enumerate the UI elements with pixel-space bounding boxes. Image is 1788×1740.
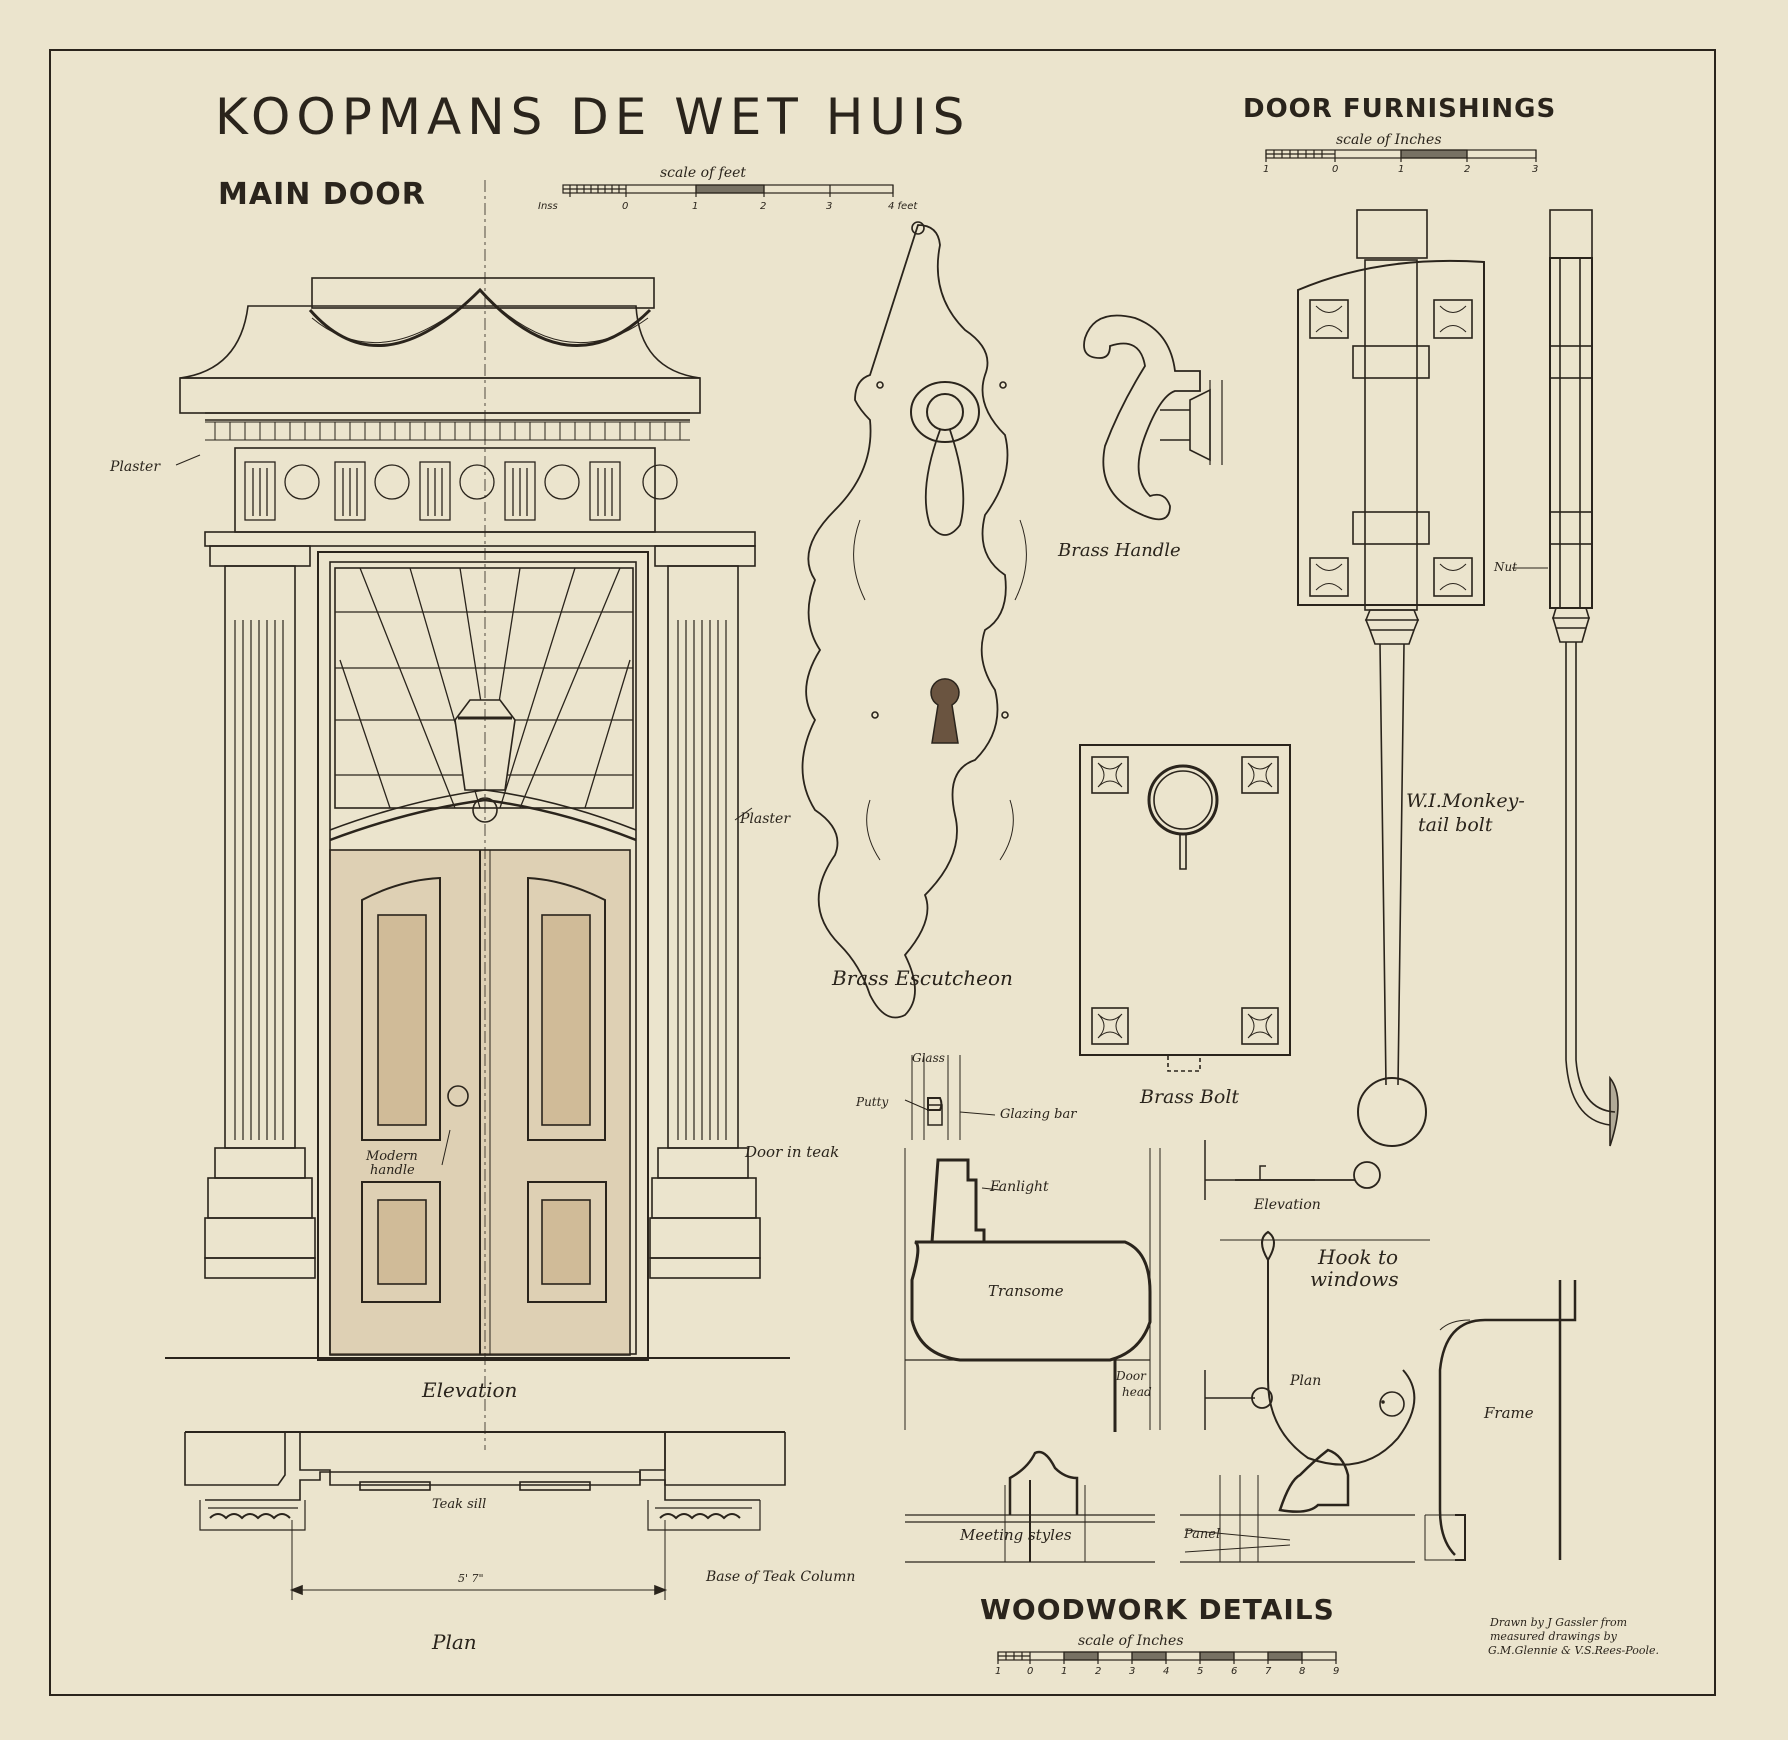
feet-tick: 4 feet: [888, 201, 918, 212]
woodwork-tick: 4: [1163, 1666, 1170, 1677]
main-door-plan: [184, 1431, 786, 1600]
brass-handle: [1083, 314, 1223, 521]
label-plan-hook: Plan: [1290, 1373, 1322, 1389]
label-elevation-hook: Elevation: [1254, 1197, 1321, 1213]
label-glass: Glass: [912, 1051, 945, 1065]
label-meeting-styles: Meeting styles: [960, 1526, 1072, 1544]
panel-section: [1180, 1448, 1415, 1563]
scale-bar-inches-furnishings: [1265, 149, 1537, 162]
label-windows: windows: [1310, 1267, 1399, 1291]
feet-tick: 0: [622, 201, 629, 212]
label-handle: handle: [370, 1163, 415, 1178]
sheet-border: [49, 49, 1716, 1696]
label-glazing-bar: Glazing bar: [1000, 1107, 1077, 1122]
feet-tick: 2: [760, 201, 767, 212]
furnishings-tick: 3: [1532, 164, 1539, 175]
woodwork-tick: 1: [1061, 1666, 1068, 1677]
furnishings-scale-label: scale of Inches: [1336, 132, 1442, 148]
furnishings-tick: 1: [1398, 164, 1405, 175]
main-door-heading: MAIN DOOR: [218, 177, 426, 212]
feet-scale-label: scale of feet: [660, 165, 747, 181]
label-brass-bolt: Brass Bolt: [1140, 1086, 1240, 1108]
woodwork-details-heading: WOODWORK DETAILS: [980, 1593, 1335, 1626]
credit-line-2: measured drawings by: [1490, 1630, 1617, 1643]
woodwork-tick: 5: [1197, 1666, 1204, 1677]
label-nut: Nut: [1494, 560, 1518, 574]
woodwork-tick: 6: [1231, 1666, 1238, 1677]
label-transome: Transome: [988, 1282, 1064, 1300]
scale-bar-inches-woodwork: [997, 1651, 1337, 1664]
label-head: head: [1122, 1385, 1152, 1399]
woodwork-scale-label: scale of Inches: [1078, 1633, 1184, 1649]
label-elevation-main: Elevation: [422, 1378, 518, 1402]
label-plan-width: 5' 7": [458, 1572, 484, 1585]
label-fanlight: Fanlight: [990, 1179, 1049, 1195]
woodwork-tick: 7: [1265, 1666, 1272, 1677]
label-brass-handle: Brass Handle: [1058, 540, 1181, 561]
label-modern: Modern: [366, 1149, 418, 1164]
furnishings-tick: 2: [1464, 164, 1471, 175]
label-brass-escutcheon: Brass Escutcheon: [832, 966, 1013, 990]
label-putty: Putty: [856, 1095, 889, 1109]
label-monkey-tail-2: tail bolt: [1418, 814, 1493, 836]
frame-section: [1424, 1280, 1577, 1561]
main-title: KOOPMANS DE WET HUIS: [215, 88, 971, 146]
woodwork-tick: 3: [1129, 1666, 1136, 1677]
scale-bar-feet: [562, 184, 894, 197]
brass-bolt: [1079, 744, 1291, 1072]
feet-tick: Inss: [538, 201, 558, 212]
label-plaster-right: Plaster: [740, 811, 791, 827]
door-furnishings-heading: DOOR FURNISHINGS: [1243, 94, 1557, 124]
label-monkey-tail-1: W.I.Monkey-: [1406, 790, 1525, 812]
label-base-teak-column: Base of Teak Column: [706, 1569, 856, 1585]
glazing-bar-section: [904, 1055, 996, 1140]
label-teak-sill: Teak sill: [432, 1497, 487, 1512]
label-plaster-top: Plaster: [110, 459, 161, 475]
brass-escutcheon: [801, 221, 1027, 1019]
woodwork-tick: 0: [1027, 1666, 1034, 1677]
main-door-elevation: [165, 180, 790, 1450]
monkey-tail-bolt-side: [1512, 209, 1619, 1147]
woodwork-tick: 2: [1095, 1666, 1102, 1677]
credit-line-3: G.M.Glennie & V.S.Rees-Poole.: [1488, 1644, 1659, 1657]
woodwork-tick: 1: [995, 1666, 1002, 1677]
transome-section: [904, 1148, 1161, 1432]
hook-plan: [1204, 1230, 1430, 1466]
woodwork-tick: 8: [1299, 1666, 1306, 1677]
label-door-in-teak: Door in teak: [745, 1143, 840, 1161]
monkey-tail-bolt-front: [1297, 209, 1485, 1147]
meeting-styles-section: [905, 1450, 1155, 1563]
feet-tick: 3: [826, 201, 833, 212]
label-frame: Frame: [1484, 1404, 1534, 1422]
label-hook-to: Hook to: [1318, 1245, 1399, 1269]
label-plan-main: Plan: [432, 1630, 477, 1654]
label-panel: Panel: [1184, 1527, 1221, 1542]
hook-elevation: [1204, 1140, 1381, 1200]
label-door: Door: [1116, 1369, 1146, 1383]
feet-tick: 1: [692, 201, 699, 212]
furnishings-tick: 0: [1332, 164, 1339, 175]
furnishings-tick: 1: [1263, 164, 1270, 175]
woodwork-tick: 9: [1333, 1666, 1340, 1677]
credit-line-1: Drawn by J Gassler from: [1490, 1616, 1628, 1629]
